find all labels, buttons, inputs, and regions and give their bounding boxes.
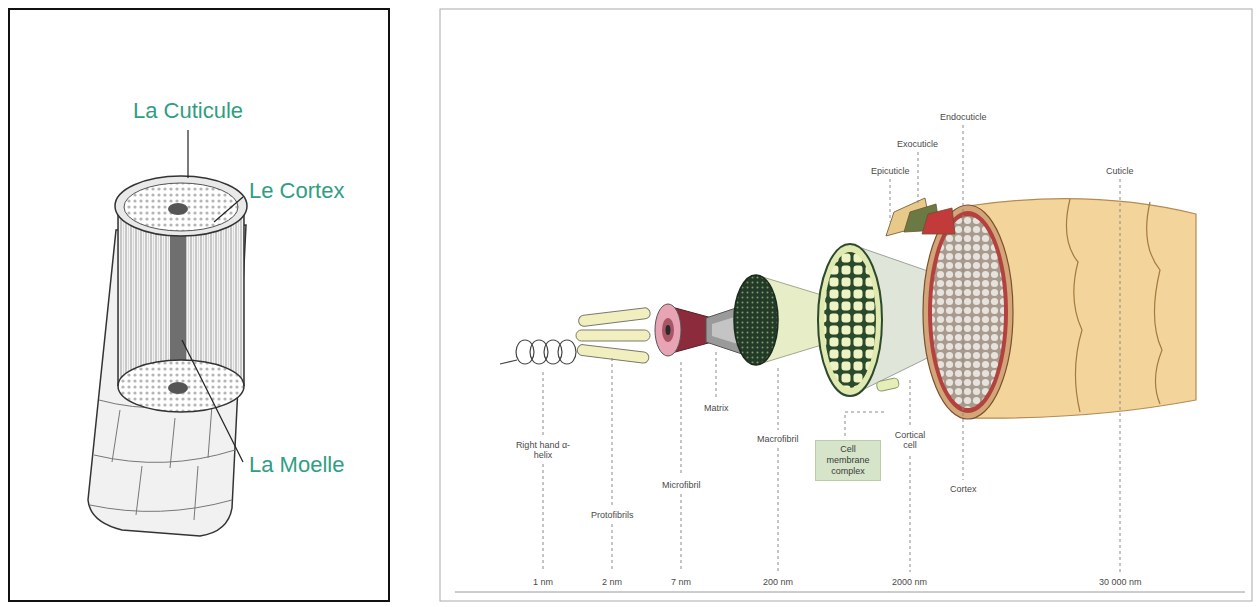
scale-axis bbox=[455, 592, 1245, 593]
leader-lines bbox=[182, 130, 243, 462]
left-frame bbox=[9, 9, 389, 601]
layer-label: Endocuticle bbox=[940, 112, 987, 122]
layer-label: Exocuticle bbox=[897, 139, 938, 149]
medulla-section bbox=[168, 203, 188, 215]
scale-label: 7 nm bbox=[671, 577, 691, 587]
structure-label: Cortical cell bbox=[890, 430, 930, 451]
lower-cut-face bbox=[118, 360, 244, 412]
part-label: La Moelle bbox=[249, 452, 344, 477]
microfibril bbox=[655, 304, 712, 356]
reference-lines bbox=[543, 125, 1120, 572]
scale-label: 200 nm bbox=[763, 577, 793, 587]
part-label: Le Cortex bbox=[249, 178, 344, 203]
scale-label: 30 000 nm bbox=[1099, 577, 1142, 587]
hair-fibre bbox=[923, 199, 1196, 419]
structure-label: Right hand α-helix bbox=[512, 440, 574, 461]
cuticle-ring bbox=[115, 176, 247, 236]
layer-label: Epicuticle bbox=[871, 166, 910, 176]
part-label: La Cuticule bbox=[133, 98, 243, 123]
alpha-helix bbox=[500, 340, 576, 364]
scale-label: 1 nm bbox=[533, 577, 553, 587]
scale-label: 2 nm bbox=[602, 577, 622, 587]
medulla-section bbox=[168, 382, 188, 394]
structure-label: Cortex bbox=[950, 484, 977, 494]
protofibrils bbox=[576, 307, 651, 363]
hair-cutaway bbox=[88, 176, 247, 536]
structure-label: Macrofibril bbox=[757, 434, 799, 444]
box-text: Cell membrane complex bbox=[820, 444, 876, 476]
upper-cut-face bbox=[124, 183, 238, 231]
cuticle-scale-edges bbox=[1066, 199, 1162, 412]
right-frame bbox=[440, 9, 1252, 601]
structure-label: Microfibril bbox=[662, 480, 701, 490]
scale-label: 2000 nm bbox=[892, 577, 927, 587]
layer-label: Cuticle bbox=[1106, 166, 1134, 176]
cuticle-layers bbox=[886, 198, 955, 236]
cuticle-scales bbox=[90, 395, 238, 520]
membrane-label-box: Cell membrane complex bbox=[815, 440, 881, 481]
structure-label: Matrix bbox=[704, 403, 729, 413]
structure-label: Protofibrils bbox=[591, 510, 634, 520]
